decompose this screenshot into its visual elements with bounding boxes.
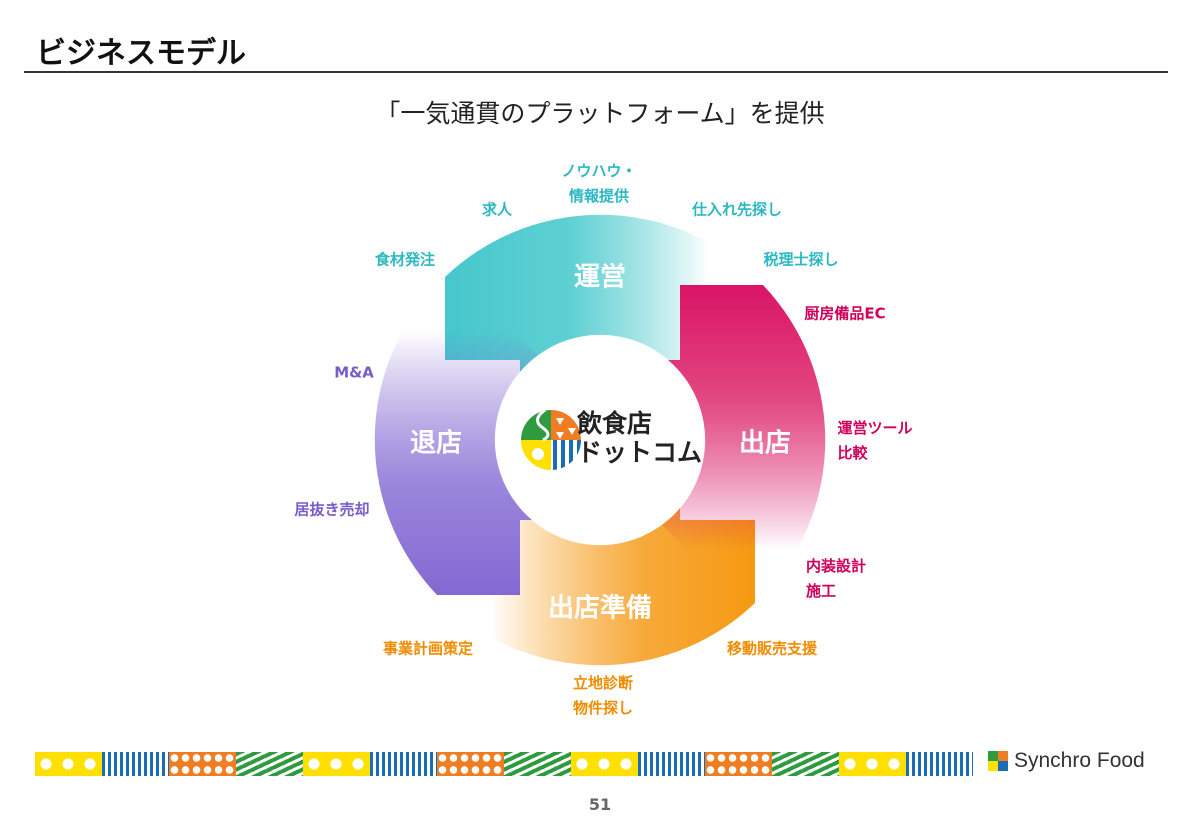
label-food-order: 食材発注 [374,250,436,269]
synchro-food-logo: Synchro Food [986,749,1145,773]
label-interior: 内装設計施工 [806,554,866,604]
page-title: ビジネスモデル [36,36,246,71]
label-knowhow: ノウハウ・情報提供 [561,159,636,209]
label-line: 運営ツール [837,419,913,437]
title-divider [24,71,1168,73]
center-brand: 飲食店 ドットコム [577,409,702,467]
label-tool: 運営ツール比較 [837,416,912,466]
label-line: 施工 [805,582,837,600]
page-number: 51 [588,795,612,814]
segment-label-opening: 出店 [738,428,792,459]
label-mobile: 移動販売支援 [726,639,818,658]
label-line: 情報提供 [568,187,630,205]
segment-exit [374,270,538,595]
label-ma: M&A [334,363,374,382]
label-site: 立地診断物件探し [573,671,633,721]
subtitle: 「一気通貫のプラットフォーム」を提供 [375,99,825,128]
label-line: 内装設計 [805,557,867,575]
label-line: 物件探し [572,699,634,717]
segment-label-preparation: 出店準備 [547,593,653,624]
label-tax: 税理士探し [763,250,839,269]
label-sale: 居抜き売却 [294,500,370,519]
label-kitchen: 厨房備品EC [804,304,886,323]
label-line: ノウハウ・ [561,162,637,180]
segment-label-exit: 退店 [409,428,463,459]
decorative-pattern-strip [35,752,973,776]
segment-label-operation: 運営 [573,262,627,293]
synchro-food-logo-icon [988,751,1008,771]
label-line: 立地診断 [572,674,634,692]
brand-name: Synchro Food [1014,749,1145,772]
label-line: 比較 [837,444,868,462]
segment-opening [662,285,826,610]
brand-line2: ドットコム [577,438,703,467]
label-recruit: 求人 [481,200,513,219]
label-plan: 事業計画策定 [382,639,474,658]
restaurant-logo-icon [521,410,581,470]
label-supplier: 仕入れ先探し [691,200,783,219]
brand-line1: 飲食店 [577,409,653,438]
